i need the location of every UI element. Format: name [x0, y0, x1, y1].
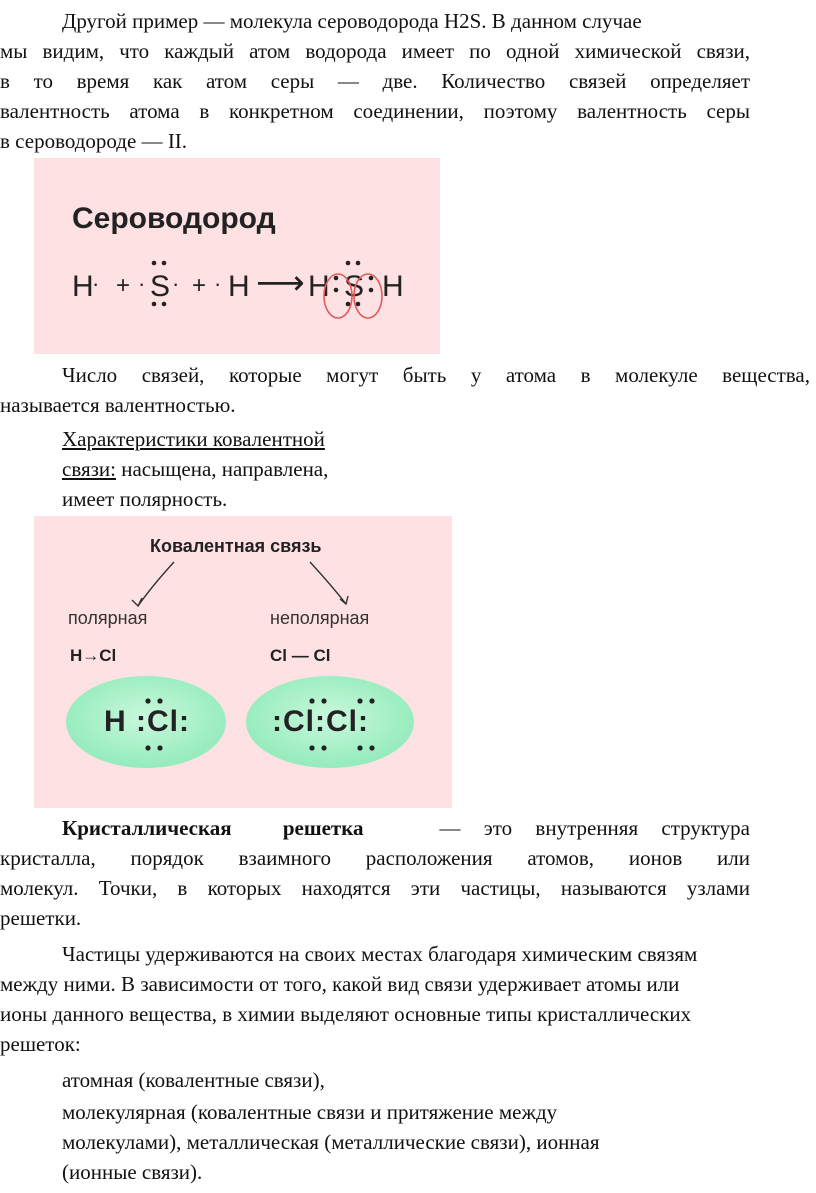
text-line: Число связей, которые могут быть у атома… [62, 363, 810, 387]
electron-dot: · [138, 271, 145, 296]
text-line: кристалла, порядок взаимного расположени… [0, 846, 750, 870]
h2s-formula-diagram: H · + · S · + · H ⟶ H S H [72, 260, 404, 319]
bond-circles [323, 273, 383, 319]
text-line: ионы данного вещества, в химии выделяют … [0, 1002, 692, 1026]
text-line: Частицы удерживаются на своих местах бла… [62, 942, 698, 966]
text-line: в сероводороде — II. [0, 129, 188, 153]
plus-sign: + [116, 272, 130, 299]
polar-molecule-ellipse [66, 676, 226, 768]
characteristics-heading: связи: [62, 457, 116, 481]
polar-electron-dots [145, 698, 163, 751]
atom-h: H [228, 270, 250, 303]
polar-label: полярная [68, 608, 148, 628]
list-item: атомная (ковалентные связи), [62, 1068, 325, 1092]
electron-dot: · [214, 271, 221, 296]
characteristics-text: насыщена, направлена, [116, 457, 329, 481]
text-line: Кристаллическая решетка — это внутренняя… [62, 813, 750, 843]
plus-sign: + [192, 272, 206, 299]
list-item: (ионные связи). [62, 1160, 203, 1184]
text-line: мы видим, что каждый атом водорода имеет… [0, 39, 750, 63]
bond-branch-arrows [131, 561, 349, 608]
characteristics-line: имеет полярность. [62, 487, 228, 511]
nonpolar-formula: Cl — Cl [270, 646, 331, 665]
polar-molecule-formula: H :Cl: [104, 705, 190, 738]
characteristics-heading: Характеристики ковалентной [62, 427, 325, 451]
polar-formula: H→Cl [70, 646, 117, 665]
covalent-bond-figure: Ковалентная связь полярная неполярная H→… [34, 516, 452, 808]
electron-dot: · [92, 271, 99, 296]
atom-h: H [308, 270, 330, 303]
term-crystal-lattice: Кристаллическая решетка [62, 816, 364, 840]
nonpolar-label: неполярная [270, 608, 370, 628]
h2s-electron-dots [333, 260, 374, 307]
electron-dot: · [172, 271, 179, 296]
text-line: Другой пример — молекула сероводорода H2… [62, 9, 642, 33]
definition-start: — это внутренняя структура [439, 816, 751, 840]
list-item: молекулами), металлическая (металлически… [62, 1130, 600, 1154]
h2s-figure: Сероводород H · + · S · + · H ⟶ H S H [34, 158, 440, 354]
atom-h: H [72, 270, 94, 303]
text-line: валентность атома в конкретном соединени… [0, 99, 750, 123]
text-line: решеток: [0, 1032, 81, 1056]
text-line: называется валентностью. [0, 393, 236, 417]
molecule-ellipses [66, 676, 414, 768]
s-electron-dots [151, 260, 167, 307]
atom-h: H [382, 270, 404, 303]
figure-title: Сероводород [72, 202, 276, 235]
text-line: между ними. В зависимости от того, какой… [0, 972, 680, 996]
characteristics-line: связи: насыщена, направлена, [62, 454, 328, 484]
text-line: решетки. [0, 906, 82, 930]
figure-title: Ковалентная связь [150, 536, 322, 556]
arrow: ⟶ [256, 264, 305, 302]
text-line: молекул. Точки, в которых находятся эти … [0, 876, 750, 900]
list-item: молекулярная (ковалентные связи и притяж… [62, 1100, 558, 1124]
atom-s: S [150, 270, 170, 303]
nonpolar-molecule-formula: :Cl:Cl: [272, 705, 369, 738]
nonpolar-electron-dots [309, 698, 375, 751]
text-line: в то время как атом серы — две. Количест… [0, 69, 750, 93]
